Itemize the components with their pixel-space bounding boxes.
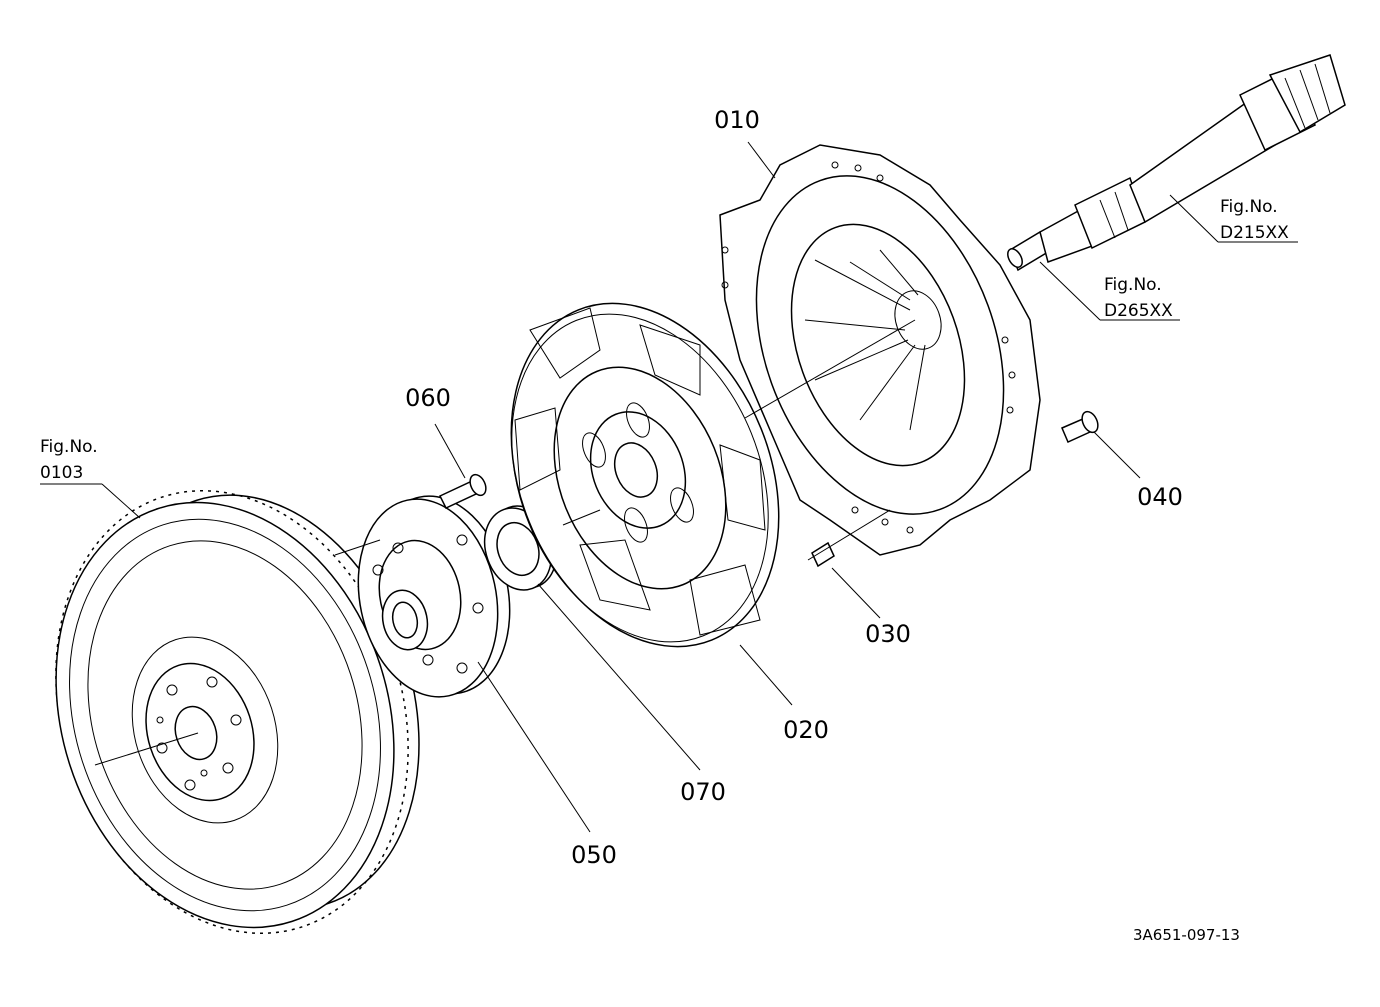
figure-reference-d265xx: Fig.No. D265XX [1104,275,1173,321]
label-part-020: 020 [783,716,829,744]
part-030-pin [811,541,835,568]
part-050-hub [357,495,511,698]
flywheel [55,489,420,935]
drawing-code: 3A651-097-13 [1133,926,1240,944]
label-part-040: 040 [1137,483,1183,511]
disc-friction-pads [514,307,766,636]
shaft-splines [1099,63,1331,239]
label-part-070: 070 [680,778,726,806]
part-020-clutch-disc [510,302,780,648]
diaphragm-fingers [804,249,926,431]
fig-number: 0103 [40,463,83,483]
disc-springs [582,402,694,543]
label-part-060: 060 [405,384,451,412]
part-040-bolt [1061,410,1099,443]
cover-bolt-holes [721,161,1016,534]
fig-caption: Fig.No. [1104,275,1162,295]
leader-lines [40,141,1298,833]
input-shaft [1007,54,1346,272]
fig-caption: Fig.No. [1220,197,1278,217]
figure-reference-0103: Fig.No. 0103 [40,437,98,483]
flywheel-bolt-holes [156,676,242,791]
label-part-050: 050 [571,841,617,869]
fig-caption: Fig.No. [40,437,98,457]
fig-number: D265XX [1104,301,1173,321]
label-part-010: 010 [714,106,760,134]
figure-reference-d215xx: Fig.No. D215XX [1220,197,1289,243]
fig-number: D215XX [1220,223,1289,243]
part-010-clutch-cover [719,144,1041,556]
label-part-030: 030 [865,620,911,648]
part-060-bolt [438,473,487,509]
part-number-labels: 010 020 030 040 050 060 070 [405,106,1183,869]
